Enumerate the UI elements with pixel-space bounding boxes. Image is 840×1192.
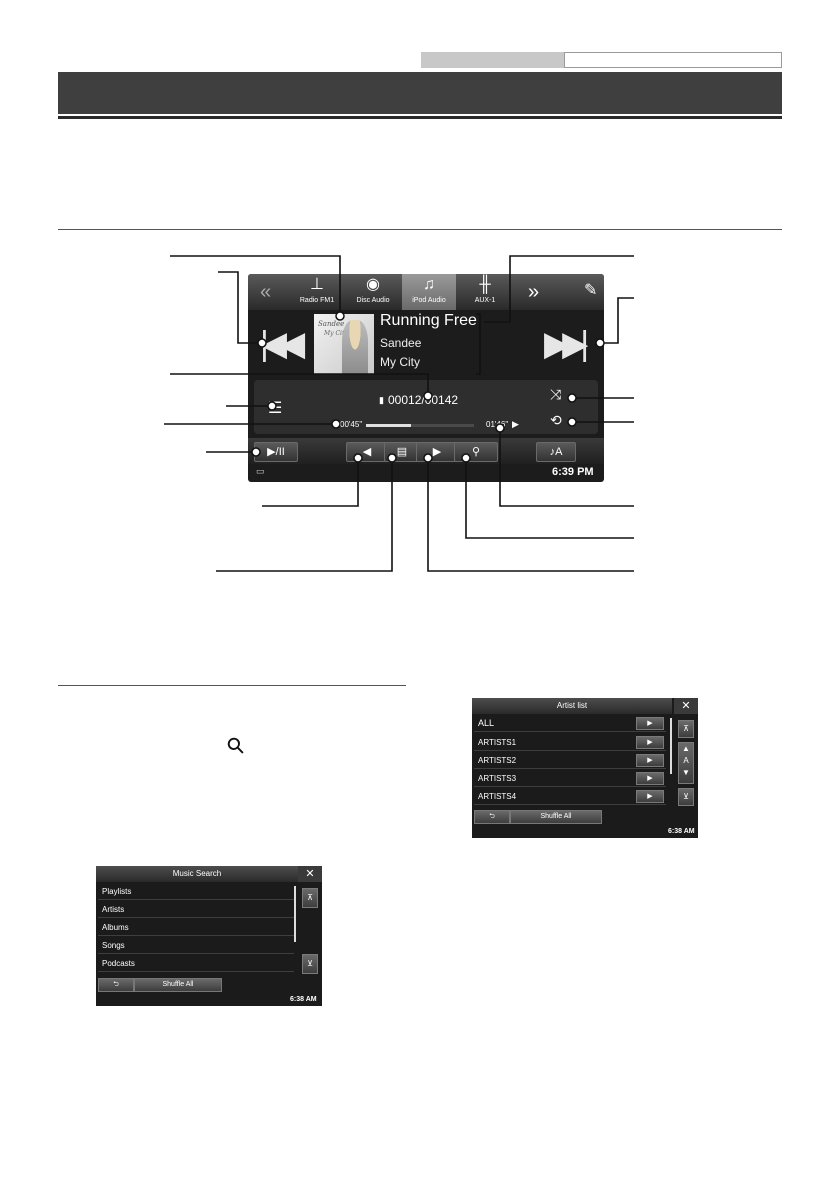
music-note-icon: ♫ <box>423 276 435 293</box>
close-icon[interactable]: ✕ <box>674 698 698 714</box>
source-aux[interactable]: ╫ AUX-1 <box>458 274 512 310</box>
list-item[interactable]: ALL <box>474 715 666 732</box>
list-item[interactable]: Albums <box>98 919 294 936</box>
source-disc[interactable]: ◉ Disc Audio <box>346 274 400 310</box>
clock: 6:39 PM <box>552 466 594 478</box>
music-search-title: Music Search <box>96 866 298 882</box>
callout-counter <box>170 373 429 396</box>
header-tab-shaded <box>421 52 564 68</box>
track-album: My City <box>380 355 420 369</box>
play-indicator-icon: ▶ <box>512 419 519 429</box>
back-button[interactable]: ⮌ <box>98 978 134 992</box>
scroll-bottom-button[interactable]: ⊻ <box>302 954 318 974</box>
progress-fill <box>366 424 412 427</box>
settings-wrench-icon[interactable]: ✎ <box>584 282 598 299</box>
source-radio[interactable]: ⊥ Radio FM1 <box>290 274 344 310</box>
section-rule <box>58 229 782 230</box>
list-item[interactable]: ARTISTS3 <box>474 770 666 787</box>
scroll-top-button[interactable]: ⊼ <box>678 720 694 738</box>
disc-icon: ◉ <box>366 276 380 293</box>
header-tab-blank <box>564 52 782 68</box>
scroll-bottom-button[interactable]: ⊻ <box>678 788 694 806</box>
shuffle-all-button[interactable]: Shuffle All <box>510 810 602 824</box>
music-app-button[interactable]: ♪A <box>536 442 576 462</box>
scrollbar[interactable] <box>294 886 296 942</box>
list-item[interactable]: ARTISTS1 <box>474 734 666 751</box>
callout-artwork <box>170 255 341 316</box>
list-item[interactable]: ARTISTS4 <box>474 788 666 805</box>
callout-prev <box>218 271 260 344</box>
close-icon[interactable]: ✕ <box>298 866 322 882</box>
chevron-right-icon[interactable]: » <box>528 281 540 303</box>
back-button[interactable]: ⮌ <box>474 810 510 824</box>
shuffle-all-button[interactable]: Shuffle All <box>134 978 222 992</box>
mixer-icon: ╫ <box>479 276 491 293</box>
music-search-clock: 6:38 AM <box>290 996 317 1003</box>
scroll-top-button[interactable]: ⊼ <box>302 888 318 908</box>
section-title-band <box>58 72 782 114</box>
list-item[interactable]: Podcasts <box>98 955 294 972</box>
play-arrow-icon[interactable]: ▶ <box>636 754 664 767</box>
callout-next <box>600 297 634 344</box>
album-artwork: Sandee My City <box>314 314 374 374</box>
artist-list-screen: Artist list ✕ ALL ▶ ARTISTS1 ▶ ARTISTS2 … <box>472 698 698 838</box>
callout-ff <box>427 458 634 572</box>
list-item[interactable]: Songs <box>98 937 294 954</box>
scrollbar[interactable] <box>670 718 672 774</box>
artist-list-title: Artist list <box>472 698 672 714</box>
track-title: Running Free <box>380 312 477 329</box>
progress-bar[interactable] <box>366 424 474 427</box>
file-icon: ▮ <box>379 395 384 405</box>
play-arrow-icon[interactable]: ▶ <box>636 790 664 803</box>
shuffle-icon[interactable]: ⤨ <box>550 386 562 402</box>
artist-list-clock: 6:38 AM <box>668 828 695 835</box>
repeat-icon[interactable]: ⟲ <box>550 412 562 428</box>
callout-total <box>499 428 634 507</box>
list-item[interactable]: Artists <box>98 901 294 918</box>
callout-info <box>484 255 634 323</box>
music-search-screen: Music Search ✕ Playlists Artists Albums … <box>96 866 322 1006</box>
source-ipod[interactable]: ♫ iPod Audio <box>402 274 456 310</box>
antenna-icon: ⊥ <box>310 276 324 293</box>
track-counter: 00012/00142 <box>388 393 459 407</box>
elapsed-time: 00'45" <box>340 420 363 429</box>
play-arrow-icon[interactable]: ▶ <box>636 736 664 749</box>
callout-rew <box>262 458 359 507</box>
track-artist: Sandee <box>380 336 422 350</box>
list-item[interactable]: ARTISTS2 <box>474 752 666 769</box>
singer-photo <box>342 320 368 374</box>
list-item[interactable]: Playlists <box>98 883 294 900</box>
title-rule <box>58 116 782 119</box>
chevron-left-icon[interactable]: « <box>260 281 272 303</box>
callout-speed <box>216 458 393 572</box>
callout-search <box>465 458 634 539</box>
play-pause-button[interactable]: ▶/II <box>254 442 298 462</box>
ipod-main-screen: « ⊥ Radio FM1 ◉ Disc Audio ♫ iPod Audio … <box>248 274 604 482</box>
display-status-icon: ▭ <box>256 466 265 476</box>
alpha-index-button[interactable]: ▲A▼ <box>678 742 694 784</box>
play-arrow-icon[interactable]: ▶ <box>636 717 664 730</box>
play-arrow-icon[interactable]: ▶ <box>636 772 664 785</box>
subsection-rule <box>58 685 406 686</box>
bracket-info <box>476 313 481 375</box>
